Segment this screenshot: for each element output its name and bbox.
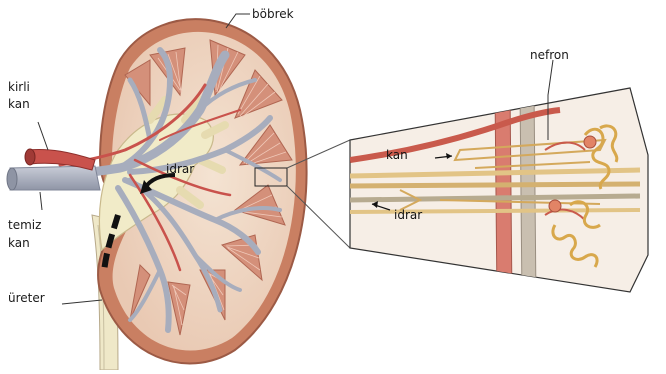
label-clean-blood-1: temiz	[8, 218, 41, 233]
label-urine-inset: idrar	[394, 208, 422, 223]
label-urine-kidney: idrar	[166, 162, 194, 177]
nephron-inset	[350, 88, 648, 300]
label-dirty-blood-1: kirli	[8, 80, 30, 95]
label-dirty-blood-2: kan	[8, 97, 30, 112]
label-ureter: üreter	[8, 291, 45, 306]
label-blood-inset: kan	[386, 148, 408, 163]
label-nephron: nefron	[530, 48, 569, 63]
label-clean-blood-2: kan	[8, 236, 30, 251]
renal-vein	[7, 166, 100, 190]
label-kidney: böbrek	[252, 7, 294, 22]
